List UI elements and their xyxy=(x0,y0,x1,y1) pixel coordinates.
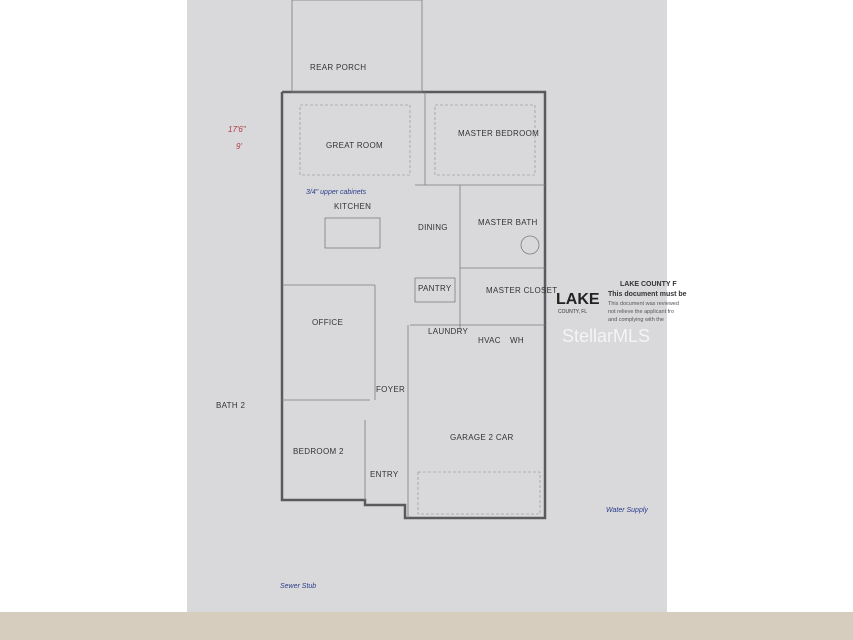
watermark: StellarMLS xyxy=(562,326,650,346)
label-master-bath: MASTER BATH xyxy=(478,218,538,227)
master-ceiling xyxy=(434,104,536,176)
label-great-room: GREAT ROOM xyxy=(326,141,383,150)
label-dining: DINING xyxy=(418,223,448,232)
label-master-bedroom: MASTER BEDROOM xyxy=(458,129,539,138)
stamp-line3: not relieve the applicant fro xyxy=(608,309,674,315)
stamp-line4: and complying with the xyxy=(608,317,664,323)
stamp-title: LAKE COUNTY F xyxy=(620,281,677,288)
label-bedroom2: BEDROOM 2 xyxy=(293,447,344,456)
rear-porch-outline xyxy=(291,0,423,93)
pantry-wall xyxy=(414,277,456,303)
label-foyer: FOYER xyxy=(376,385,405,394)
label-master-closet: MASTER CLOSET xyxy=(486,286,557,295)
label-laundry: LAUNDRY xyxy=(428,327,469,336)
label-bath2: BATH 2 xyxy=(216,401,245,410)
lake-county-stamp: LAKE COUNTY F This document must be This… xyxy=(556,281,687,346)
label-pantry: PANTRY xyxy=(418,284,452,293)
great-room-ceiling xyxy=(299,104,411,176)
note-nine: 9' xyxy=(236,142,242,151)
note-sewer-stub: Sewer Stub xyxy=(280,583,316,590)
garage-door xyxy=(417,471,541,515)
lake-logo-sub: COUNTY, FL xyxy=(558,309,587,315)
note-height: 17'6" xyxy=(228,125,247,134)
note-water-supply: Water Supply xyxy=(606,507,648,514)
label-garage: GARAGE 2 CAR xyxy=(450,433,514,442)
label-kitchen: KITCHEN xyxy=(334,202,371,211)
exterior-wall xyxy=(280,90,547,520)
stamp-line1: This document must be xyxy=(608,291,687,298)
floor-surface xyxy=(0,612,853,640)
label-hvac: HVAC xyxy=(478,336,501,345)
stamp-line2: This document was reviewed xyxy=(608,301,679,307)
blueprint-paper xyxy=(187,0,667,620)
label-wh: WH xyxy=(510,336,524,345)
lake-logo: LAKE xyxy=(556,291,600,308)
note-upper-cabinets: 3/4" upper cabinets xyxy=(306,189,367,196)
label-entry: ENTRY xyxy=(370,470,399,479)
kitchen-island xyxy=(324,217,381,249)
tub xyxy=(520,235,540,255)
label-office: OFFICE xyxy=(312,318,343,327)
label-rear-porch: REAR PORCH xyxy=(310,63,366,72)
